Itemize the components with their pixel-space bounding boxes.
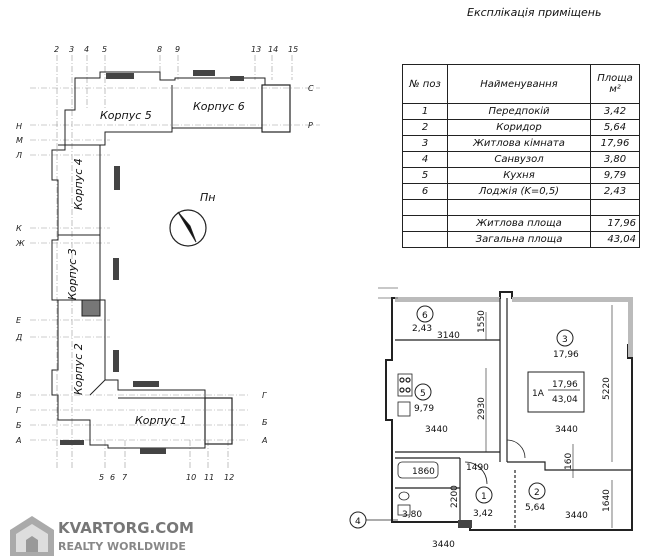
axis-marker: 2 xyxy=(54,45,59,54)
dimension-label: 3140 xyxy=(437,331,460,341)
callout-number: 4 xyxy=(355,517,361,527)
room-number: 6 xyxy=(422,311,428,321)
explication-title: Експлікація приміщень xyxy=(467,6,602,19)
axis-marker: Б xyxy=(262,418,268,427)
dimension-label: 5220 xyxy=(602,377,612,400)
axis-marker: 12 xyxy=(224,473,234,482)
row-area: 2,43 xyxy=(590,183,640,200)
dimension-label: 3440 xyxy=(565,511,588,521)
building-label: Корпус 3 xyxy=(66,248,79,300)
dimension-label: 1490 xyxy=(466,463,489,473)
axis-marker: М xyxy=(16,136,23,145)
watermark-logo-icon xyxy=(10,516,54,556)
dimension-label: 2200 xyxy=(450,485,460,508)
axis-marker: 11 xyxy=(204,473,214,482)
axis-marker: Б xyxy=(16,421,22,430)
watermark-line2: REALTY WORLDWIDE xyxy=(58,540,186,553)
dimension-label: 2930 xyxy=(477,397,487,420)
axis-marker: 10 xyxy=(186,473,196,482)
dimension-label: 3440 xyxy=(432,540,455,550)
axis-marker: 5 xyxy=(99,473,104,482)
axis-marker: 5 xyxy=(102,45,107,54)
building-label: Корпус 4 xyxy=(72,158,85,210)
dimension-label: 160 xyxy=(564,453,574,470)
axis-marker: 6 xyxy=(110,473,115,482)
room-area: 3,42 xyxy=(473,509,493,519)
axis-marker: 15 xyxy=(288,45,298,54)
axis-marker: 14 xyxy=(268,45,278,54)
dimension-label: 1860 xyxy=(412,467,435,477)
axis-marker: К xyxy=(16,224,22,233)
axis-marker: Г xyxy=(262,391,267,400)
room-number: 3 xyxy=(562,335,568,345)
room-area: 9,79 xyxy=(414,404,434,414)
axis-marker: В xyxy=(16,391,22,400)
apartment-living: 17,96 xyxy=(552,380,578,390)
site-plan-labels: Корпус 5 Корпус 6 Корпус 4 Корпус 3 Корп… xyxy=(15,45,314,482)
axis-marker: Е xyxy=(16,316,22,325)
explication-table: № поз Найменування Площа м² 1 Передпокій… xyxy=(402,64,640,248)
axis-marker: Ж xyxy=(15,239,25,248)
header-name: Найменування xyxy=(447,64,591,104)
axis-marker: 9 xyxy=(175,45,180,54)
axis-marker: 3 xyxy=(69,45,74,54)
axis-marker: 13 xyxy=(251,45,261,54)
axis-marker: Р xyxy=(308,121,313,130)
room-area: 17,96 xyxy=(553,350,579,360)
dimension-label: 1550 xyxy=(477,310,487,333)
table-row: 3 Житлова кімната 17,96 xyxy=(402,135,640,152)
axis-marker: Н xyxy=(16,122,22,131)
apartment-plan xyxy=(349,287,633,531)
axis-marker: Г xyxy=(16,406,21,415)
axis-marker: С xyxy=(308,84,314,93)
axis-marker: 4 xyxy=(84,45,89,54)
site-plan xyxy=(30,55,320,470)
dimension-label: 1640 xyxy=(602,489,612,512)
watermark-line1: KVARTORG.COM xyxy=(58,519,194,537)
axis-marker: Д xyxy=(15,333,22,342)
axis-marker: Л xyxy=(15,151,22,160)
room-number: 2 xyxy=(534,488,540,498)
axis-marker: А xyxy=(15,436,21,445)
room-area: 5,64 xyxy=(525,503,545,513)
dimension-label: 3440 xyxy=(555,425,578,435)
axis-marker: А xyxy=(261,436,267,445)
room-area: 2,43 xyxy=(412,324,432,334)
header-area: Площа м² xyxy=(590,64,640,104)
bath-area: 3,80 xyxy=(402,510,422,520)
room-number: 5 xyxy=(420,389,426,399)
dimension-label: 3440 xyxy=(425,425,448,435)
north-label: Пн xyxy=(200,191,215,204)
axis-marker: 8 xyxy=(157,45,162,54)
building-label: Корпус 1 xyxy=(135,414,187,427)
axis-marker: 7 xyxy=(122,473,128,482)
apartment-type: 1A xyxy=(532,389,545,399)
building-label: Корпус 6 xyxy=(193,100,245,113)
apartment-total: 43,04 xyxy=(552,395,578,405)
table-row-total: Загальна площа 43,04 xyxy=(402,231,640,248)
building-label: Корпус 5 xyxy=(100,109,152,122)
apartment-labels: 6 2,43 3 17,96 5 9,79 1 3,42 2 5,64 1A 1… xyxy=(355,310,612,550)
room-number: 1 xyxy=(481,492,487,502)
building-label: Корпус 2 xyxy=(72,343,85,395)
total-value: 43,04 xyxy=(590,231,640,248)
